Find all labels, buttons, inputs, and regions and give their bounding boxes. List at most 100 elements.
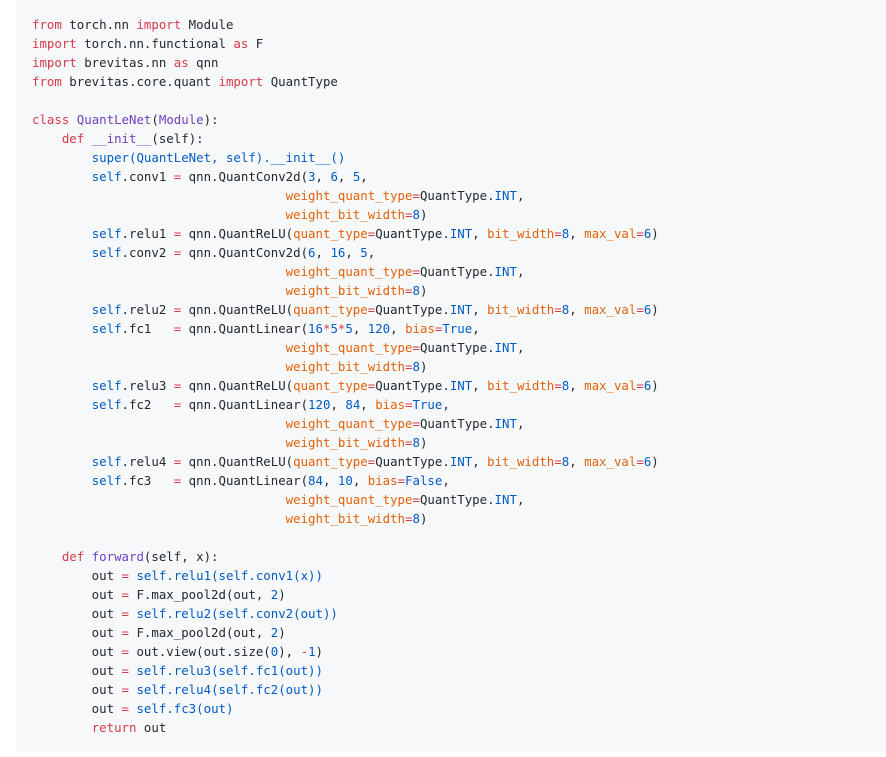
code-token-op: = <box>412 340 420 355</box>
code-token-bi: self.relu3(self.fc1(out)) <box>136 663 323 678</box>
code-token-num: 10 <box>337 473 353 488</box>
code-token-kw: as <box>233 36 249 51</box>
code-token-plain: , <box>472 321 480 336</box>
code-line: out = self.fc3(out) <box>32 699 886 718</box>
code-line: out = self.relu3(self.fc1(out)) <box>32 661 886 680</box>
code-token-plain: .conv1 <box>121 169 174 184</box>
code-token-kw: import <box>32 55 77 70</box>
code-token-num: True <box>442 321 473 336</box>
code-token-num: 120 <box>308 397 331 412</box>
code-token-plain: .conv2 <box>121 245 174 260</box>
code-token-num: 8 <box>412 207 420 222</box>
code-token-fn: __init__ <box>91 131 152 146</box>
code-token-plain <box>84 131 91 146</box>
code-token-plain <box>32 359 286 374</box>
code-token-op: = <box>173 245 182 260</box>
code-token-op: = <box>636 378 644 393</box>
code-line: weight_quant_type=QuantType.INT, <box>32 262 886 281</box>
code-token-op: = <box>412 264 420 279</box>
code-token-bi: self <box>91 169 122 184</box>
code-token-plain: qnn.QuantLinear( <box>181 397 309 412</box>
code-token-op: = <box>173 454 182 469</box>
code-token-op: = <box>412 492 420 507</box>
code-token-kwarg: weight_quant_type <box>285 188 413 203</box>
code-token-plain: , <box>330 397 346 412</box>
code-token-kw: import <box>32 36 77 51</box>
code-token-kwarg: bit_width <box>487 302 555 317</box>
code-line: weight_bit_width=8) <box>32 357 886 376</box>
code-token-plain: , <box>352 473 368 488</box>
code-line: self.fc3 = qnn.QuantLinear(84, 10, bias=… <box>32 471 886 490</box>
code-token-plain <box>32 321 92 336</box>
code-line: weight_quant_type=QuantType.INT, <box>32 338 886 357</box>
code-token-num: INT <box>494 340 517 355</box>
code-token-kw: def <box>61 131 85 146</box>
code-token-op: - <box>300 644 309 659</box>
code-token-plain: F <box>248 36 264 51</box>
code-token-plain: ) <box>651 226 659 241</box>
code-token-plain: ) <box>278 587 286 602</box>
code-token-num: 6 <box>643 454 652 469</box>
code-token-bi: self.relu1(self.conv1(x)) <box>136 568 323 583</box>
code-token-bi: self <box>91 378 122 393</box>
code-token-plain: , <box>472 226 488 241</box>
code-token-bi: self <box>91 226 122 241</box>
code-token-bi: self.relu4(self.fc2(out)) <box>136 682 323 697</box>
code-line: self.conv1 = qnn.QuantConv2d(3, 6, 5, <box>32 167 886 186</box>
code-token-plain: out <box>136 720 167 735</box>
code-token-op: = <box>121 644 129 659</box>
code-token-num: 120 <box>367 321 391 336</box>
code-token-plain: , <box>345 245 361 260</box>
code-token-plain: QuantType. <box>419 340 495 355</box>
code-token-op: = <box>173 226 182 241</box>
code-token-kwarg: quant_type <box>293 454 368 469</box>
code-token-op: = <box>367 378 376 393</box>
code-line: out = F.max_pool2d(out, 2) <box>32 585 886 604</box>
code-token-kwarg: weight_bit_width <box>285 207 405 222</box>
code-token-fn: forward <box>91 549 144 564</box>
code-token-plain: , <box>337 169 353 184</box>
code-token-op: = <box>405 435 413 450</box>
code-token-num: INT <box>494 188 517 203</box>
code-token-plain: QuantType. <box>375 226 450 241</box>
code-token-plain: QuantType. <box>419 264 495 279</box>
code-token-kwarg: quant_type <box>293 378 368 393</box>
code-token-kwarg: bias <box>367 473 398 488</box>
code-token-plain: qnn.QuantReLU( <box>181 378 294 393</box>
code-token-op: = <box>636 454 644 469</box>
code-line: weight_bit_width=8) <box>32 433 886 452</box>
code-token-num: INT <box>494 264 517 279</box>
code-token-op: = <box>405 397 413 412</box>
code-token-plain: QuantType. <box>419 416 495 431</box>
code-line: def __init__(self): <box>32 129 886 148</box>
code-token-op: = <box>121 625 129 640</box>
code-token-op: = <box>121 587 129 602</box>
code-line: return out <box>32 718 886 737</box>
code-token-plain <box>32 473 92 488</box>
code-token-num: 3 <box>308 169 316 184</box>
code-token-plain: , <box>315 169 331 184</box>
code-token-op: = <box>636 226 644 241</box>
code-token-num: 8 <box>412 283 420 298</box>
code-token-bi: self <box>91 245 122 260</box>
code-token-op: = <box>397 473 406 488</box>
code-token-plain: .fc3 <box>121 473 174 488</box>
code-token-op: = <box>367 454 376 469</box>
code-token-plain: ) <box>419 283 428 298</box>
code-token-plain: out <box>32 625 122 640</box>
code-token-num: 0 <box>270 644 279 659</box>
code-token-op: = <box>412 416 420 431</box>
code-token-kwarg: weight_bit_width <box>285 283 405 298</box>
code-token-op: = <box>405 511 413 526</box>
code-token-op: * <box>322 321 331 336</box>
code-token-plain: , <box>367 245 376 260</box>
code-token-op: = <box>554 378 562 393</box>
code-token-plain: qnn.QuantLinear( <box>181 473 309 488</box>
code-token-plain: qnn.QuantReLU( <box>181 302 294 317</box>
code-token-fn: Module <box>158 112 204 127</box>
code-token-plain <box>69 112 76 127</box>
code-token-plain: out <box>32 644 122 659</box>
code-token-op: = <box>173 321 182 336</box>
code-token-plain <box>32 226 92 241</box>
